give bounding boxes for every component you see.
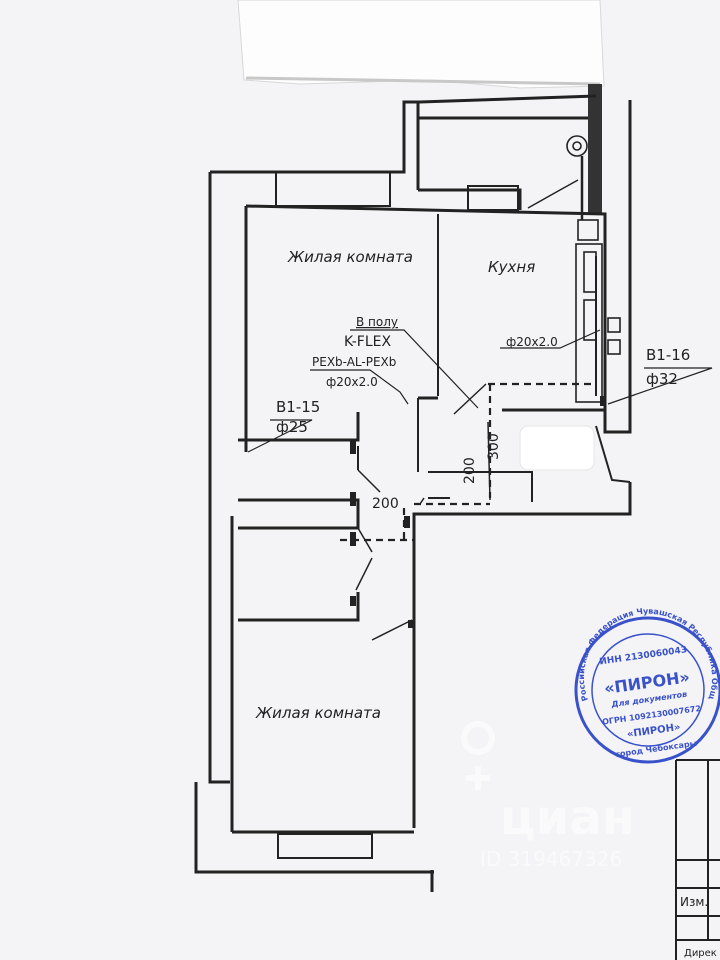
pipe-note-line3: PEXb-AL-PEXb (312, 355, 396, 369)
kitchen-equipment (566, 135, 621, 403)
watermark-brand: циан (500, 790, 635, 846)
stamp-outer-ring (574, 616, 720, 764)
title-block-izm: Изм. (680, 895, 708, 909)
room-label-living-bottom: Жилая комната (255, 704, 381, 722)
dimension-200-horizontal: 200 (372, 496, 399, 512)
stamp-inner-ring (591, 633, 705, 747)
leader-lines (247, 329, 713, 453)
room-label-kitchen: Кухня (488, 258, 535, 276)
pipe-routes (340, 382, 596, 542)
watermark-id: ID 319467326 (480, 847, 622, 871)
pipe-outlets (350, 396, 606, 628)
kitchen-pipe-label: ф20х2.0 (506, 335, 558, 349)
erased-area (519, 425, 595, 471)
pipe-note-line2: K-FLEX (344, 334, 391, 350)
wall-top-right (588, 84, 602, 214)
walls (194, 94, 632, 892)
riser-b115-diameter: ф25 (276, 418, 308, 436)
pipe-note-line1: В полу (356, 315, 398, 329)
pipe-note-line4: ф20х2.0 (326, 375, 378, 389)
riser-b116-code: В1-16 (646, 346, 690, 364)
riser-b115-code: В1-15 (276, 398, 320, 416)
paper-shadow (245, 76, 601, 86)
room-label-living-top: Жилая комната (287, 248, 413, 266)
overlay-paper (237, 0, 605, 89)
watermark: циан ID 319467326 (461, 721, 635, 871)
watermark-pin-icon (461, 721, 496, 790)
riser-b116-diameter: ф32 (646, 370, 678, 388)
pipe-solid (419, 421, 491, 505)
title-block (675, 759, 720, 960)
dimension-200-vertical: 200 (462, 457, 478, 484)
dimension-300: 300 (486, 433, 502, 460)
title-block-dir: Дирек (684, 948, 717, 959)
